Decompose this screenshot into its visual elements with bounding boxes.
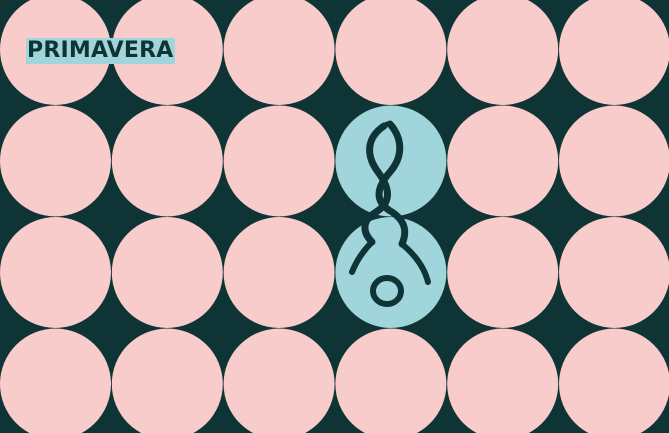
pattern-circle <box>559 0 669 105</box>
pattern-circle <box>559 105 669 217</box>
pattern-circle <box>559 217 669 328</box>
pattern-circle <box>0 328 111 433</box>
pattern-circle <box>111 328 223 433</box>
pattern-circle <box>335 328 447 433</box>
emblem-left-strand <box>361 122 391 246</box>
emblem-head-ring <box>370 275 404 307</box>
stylized-figure-icon <box>349 120 431 307</box>
pattern-circle <box>223 105 335 217</box>
pattern-circle <box>335 0 447 105</box>
emblem-right-strand <box>375 120 409 248</box>
emblem-right-leg <box>399 241 431 285</box>
pattern-circle <box>111 217 223 328</box>
pattern-circle <box>447 105 559 217</box>
pattern-circle <box>559 328 669 433</box>
highlight-circle <box>335 105 447 217</box>
pattern-circle <box>447 217 559 328</box>
pattern-circle <box>447 328 559 433</box>
pattern-circle <box>447 0 559 105</box>
pattern-circle <box>223 217 335 328</box>
emblem-top-hook <box>381 121 397 133</box>
brand-label: PRIMAVERA <box>26 38 175 64</box>
pattern-circle <box>0 217 111 328</box>
pattern-circle <box>0 105 111 217</box>
pattern-circle <box>223 0 335 105</box>
pattern-circle <box>111 105 223 217</box>
highlight-circle <box>335 217 447 328</box>
pattern-circle <box>223 328 335 433</box>
emblem-left-leg <box>349 239 375 275</box>
